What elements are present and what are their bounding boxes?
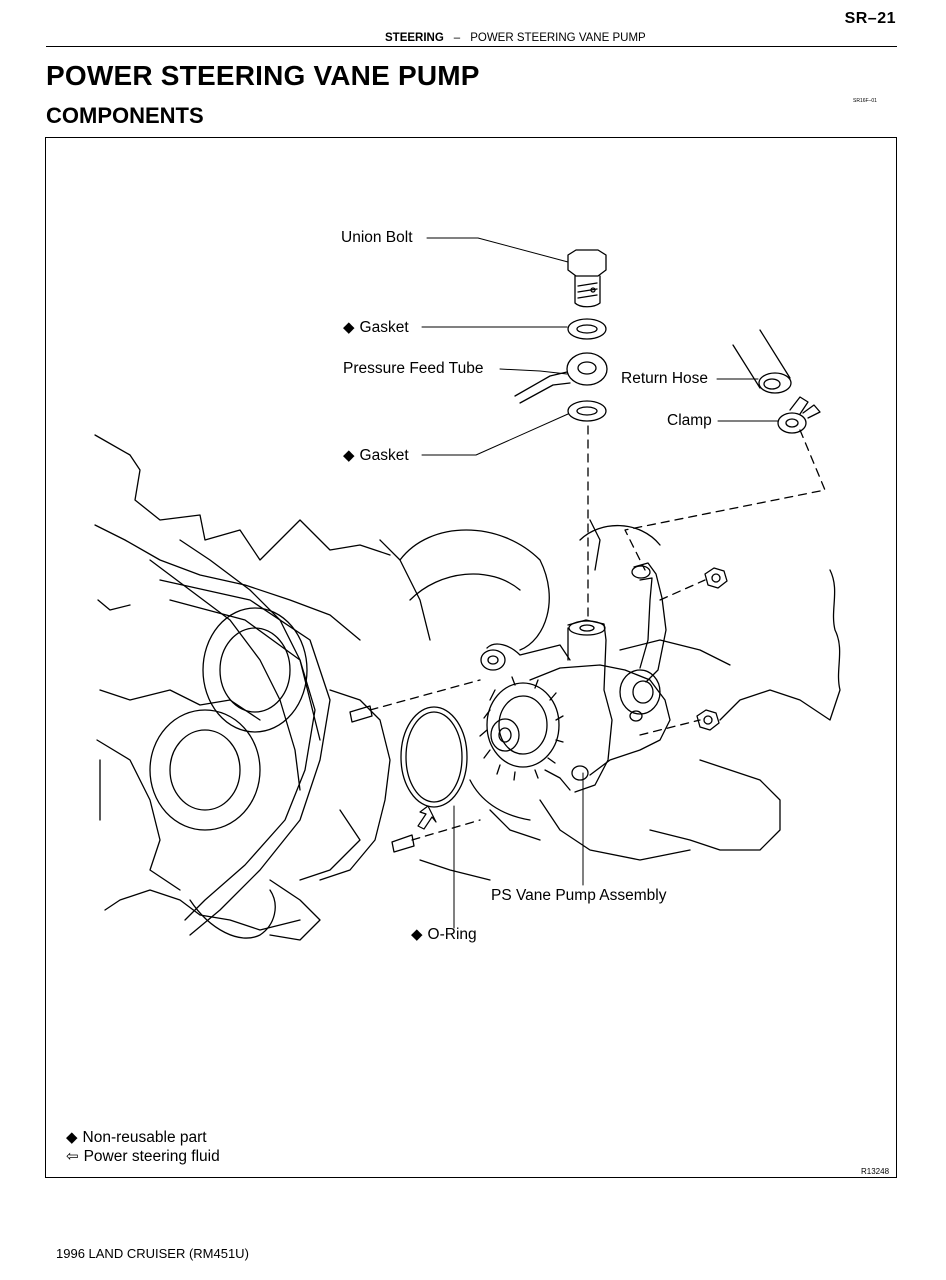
union-bolt-drawing: [567, 249, 607, 308]
label-gasket-top: ◆Gasket: [343, 318, 409, 337]
leader-lines: [421, 237, 779, 929]
pressure-feed-tube-drawing: [514, 352, 608, 404]
legend-item-non-reusable: ◆Non-reusable part: [66, 1128, 220, 1147]
page-number: SR–21: [844, 10, 896, 27]
label-o-ring: ◆O-Ring: [411, 925, 477, 944]
legend-fluid-text: Power steering fluid: [83, 1148, 220, 1165]
footer-model: 1996 LAND CRUISER (RM451U): [56, 1246, 249, 1261]
figure-code: SR16F–01: [853, 98, 877, 104]
gasket-drawings: [567, 318, 607, 422]
stud-bolts: [349, 705, 415, 853]
figure-id: R13248: [861, 1167, 890, 1176]
non-reusable-diamond-icon: ◆: [66, 1129, 78, 1146]
label-gasket-top-text: Gasket: [359, 319, 409, 336]
label-return-hose: Return Hose: [621, 370, 709, 387]
header-separator: –: [453, 32, 461, 44]
label-ps-vane-pump-assembly: PS Vane Pump Assembly: [491, 887, 667, 904]
running-header: STEERING–POWER STEERING VANE PUMP: [385, 32, 646, 44]
header-subsection: POWER STEERING VANE PUMP: [470, 32, 646, 44]
label-union-bolt: Union Bolt: [341, 229, 413, 246]
header-section: STEERING: [385, 32, 444, 44]
engine-block-drawing: [94, 434, 841, 941]
vane-pump-drawing: [479, 562, 671, 793]
legend-non-reusable-text: Non-reusable part: [82, 1129, 207, 1146]
non-reusable-diamond-icon: ◆: [411, 926, 423, 943]
fluid-arrow-icon: [417, 805, 437, 830]
label-pressure-feed-tube: Pressure Feed Tube: [343, 360, 484, 377]
label-o-ring-text: O-Ring: [427, 926, 477, 943]
return-hose-drawing: [732, 329, 792, 394]
nut-drawings: [696, 567, 728, 731]
label-clamp: Clamp: [667, 412, 712, 429]
legend: ◆Non-reusable part ⇦Power steering fluid: [66, 1128, 220, 1166]
label-gasket-bottom: ◆Gasket: [343, 446, 409, 465]
label-gasket-bottom-text: Gasket: [359, 447, 409, 464]
section-title: COMPONENTS: [46, 103, 204, 128]
page-title: POWER STEERING VANE PUMP: [46, 60, 480, 91]
non-reusable-diamond-icon: ◆: [343, 447, 355, 464]
fluid-arrow-icon: ⇦: [66, 1148, 79, 1165]
figure-frame: [45, 137, 897, 1178]
clamp-drawing: [777, 396, 821, 434]
legend-item-fluid: ⇦Power steering fluid: [66, 1147, 220, 1166]
assembly-lines: [369, 425, 826, 841]
non-reusable-diamond-icon: ◆: [343, 319, 355, 336]
o-ring-drawing: [400, 706, 468, 830]
header-rule: [46, 46, 897, 47]
